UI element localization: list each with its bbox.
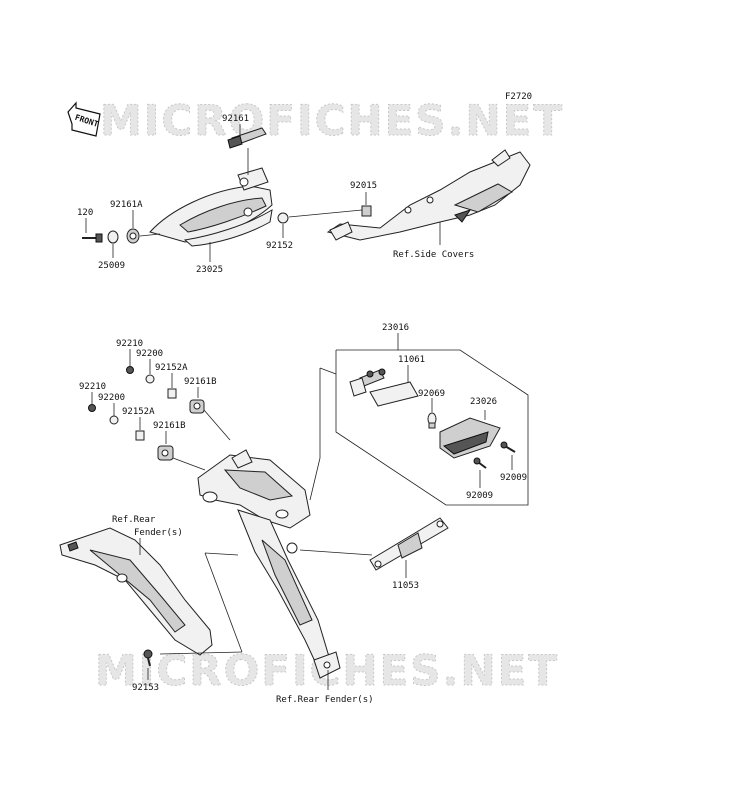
part-92161B-grommet-a (189, 399, 205, 414)
part-92210-nut-a (126, 366, 134, 374)
label-23026: 23026 (470, 397, 497, 407)
part-92210-nut-b (88, 404, 96, 412)
part-rear-fender (59, 527, 213, 656)
figure-code: F2720 (505, 92, 532, 102)
label-ref-side-covers: Ref.Side Covers (393, 250, 474, 260)
label-11053: 11053 (392, 581, 419, 591)
watermark-top: MICROFICHES.NET (100, 96, 564, 145)
part-92009-screw-right (500, 441, 516, 453)
assembly-23016-outline (335, 349, 529, 506)
label-92161B-a: 92161B (184, 377, 217, 387)
label-ref-rear-fender-1a: Ref.Rear (112, 515, 156, 525)
label-92153: 92153 (132, 683, 159, 693)
label-92161A: 92161A (110, 200, 143, 210)
label-ref-rear-fender-2: Ref.Rear Fender(s) (276, 695, 374, 705)
part-92152-collar (277, 212, 289, 224)
part-92153-bolt (143, 649, 153, 667)
label-92009-left: 92009 (466, 491, 493, 501)
part-license-holder-body (197, 449, 341, 679)
part-92200-washer-a (145, 374, 155, 384)
label-92200-b: 92200 (98, 393, 125, 403)
label-92009-right: 92009 (500, 473, 527, 483)
part-92069-bulb (427, 412, 437, 429)
part-92015-nut (361, 205, 372, 217)
part-92152A-collar-a (167, 388, 177, 399)
part-92009-screw-left (473, 457, 487, 469)
label-92152A-b: 92152A (122, 407, 155, 417)
label-92069: 92069 (418, 389, 445, 399)
label-92015: 92015 (350, 181, 377, 191)
front-arrow-icon: FRONT (67, 101, 101, 137)
label-25009: 25009 (98, 261, 125, 271)
label-92210-b: 92210 (79, 382, 106, 392)
part-25009-washer (107, 230, 119, 244)
label-92210-a: 92210 (116, 339, 143, 349)
part-23025-tail-cowl (149, 167, 273, 247)
part-92152A-collar-b (135, 430, 145, 441)
part-side-covers (326, 149, 531, 241)
part-92161A-grommet (126, 228, 140, 244)
label-92152A-a: 92152A (155, 363, 188, 373)
part-92200-washer-b (109, 415, 119, 425)
part-92161B-grommet-b (157, 445, 174, 461)
part-92161-strip (227, 127, 267, 149)
label-120: 120 (77, 208, 93, 218)
label-92161B-b: 92161B (153, 421, 186, 431)
label-ref-rear-fender-1b: Fender(s) (134, 528, 183, 538)
label-92200-a: 92200 (136, 349, 163, 359)
label-92161: 92161 (222, 114, 249, 124)
label-11061: 11061 (398, 355, 425, 365)
part-120-bolt (82, 233, 103, 243)
part-23026-license-lamp (439, 417, 501, 459)
label-92152: 92152 (266, 241, 293, 251)
label-23016: 23016 (382, 323, 409, 333)
part-11061-plate (349, 368, 419, 407)
part-11053-stay (369, 517, 449, 571)
label-23025: 23025 (196, 265, 223, 275)
